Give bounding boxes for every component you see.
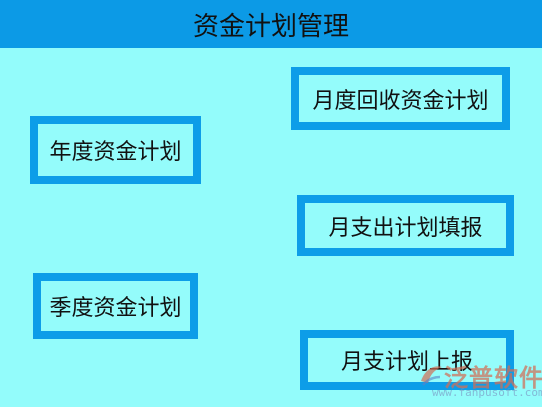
quarterly-fund-plan-box[interactable]: 季度资金计划	[33, 273, 198, 339]
quarterly-fund-plan-label: 季度资金计划	[49, 296, 182, 321]
page-title: 资金计划管理	[192, 11, 349, 42]
annual-fund-plan-label: 年度资金计划	[49, 140, 182, 165]
annual-fund-plan-box[interactable]: 年度资金计划	[30, 116, 201, 184]
page-header: 资金计划管理	[0, 0, 542, 48]
monthly-recovery-fund-plan-box[interactable]: 月度回收资金计划	[291, 67, 510, 130]
monthly-recovery-fund-plan-label: 月度回收资金计划	[312, 88, 489, 114]
monthly-expense-plan-fill-box[interactable]: 月支出计划填报	[297, 195, 514, 256]
monthly-expense-plan-report-label: 月支计划上报	[340, 350, 473, 375]
monthly-expense-plan-fill-label: 月支出计划填报	[328, 215, 483, 241]
monthly-expense-plan-report-box[interactable]: 月支计划上报	[300, 330, 514, 390]
